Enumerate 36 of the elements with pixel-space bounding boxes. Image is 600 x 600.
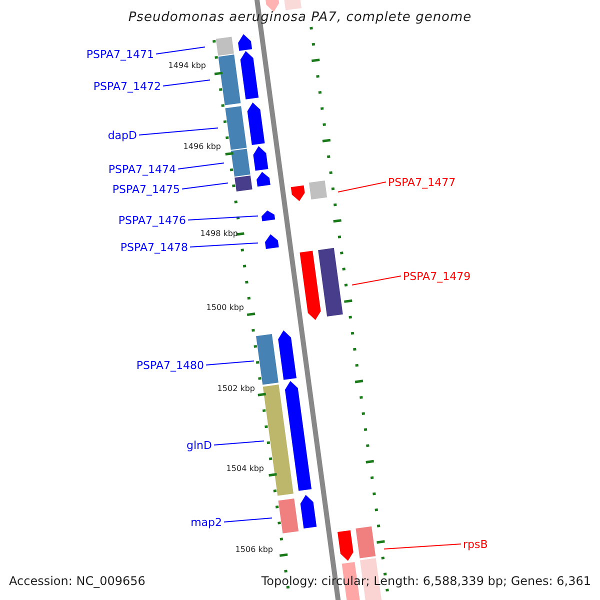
gene-label: PSPA7_1472 bbox=[93, 80, 161, 92]
leader-line bbox=[156, 46, 206, 54]
leader-line bbox=[338, 182, 386, 192]
scale-label: 1504 kbp bbox=[226, 464, 264, 473]
leader-line bbox=[188, 216, 258, 220]
title: Pseudomonas aeruginosa PA7, complete genome bbox=[128, 10, 472, 24]
scale-label: 1498 kbp bbox=[200, 230, 238, 238]
gene-label: PSPA7_1475 bbox=[112, 184, 180, 195]
gene-label: PSPA7_1471 bbox=[86, 48, 154, 60]
leader-line bbox=[162, 80, 210, 86]
gene-label: dapD bbox=[108, 130, 137, 141]
scale-label: 1496 kbp bbox=[183, 142, 221, 151]
gene-label: PSPA7_1478 bbox=[120, 242, 188, 253]
scale-label: 1494 kbp bbox=[168, 62, 206, 70]
gene-label: glnD bbox=[186, 440, 212, 451]
leader-line bbox=[224, 518, 272, 522]
scale-label: 1500 kbp bbox=[206, 304, 244, 312]
gene-label: map2 bbox=[190, 516, 222, 528]
gene-label: rpsB bbox=[463, 538, 488, 550]
leader-line bbox=[352, 276, 402, 286]
leader-line bbox=[206, 360, 254, 366]
scale-label: 1502 kbp bbox=[217, 384, 255, 393]
leader-line bbox=[214, 440, 264, 446]
scale-label: 1506 kbp bbox=[235, 546, 273, 554]
gene-label: PSPA7_1474 bbox=[108, 164, 176, 175]
leader-line bbox=[384, 544, 462, 550]
leader-line bbox=[190, 242, 258, 248]
gene-label: PSPA7_1480 bbox=[136, 360, 204, 371]
gene-label: PSPA7_1476 bbox=[118, 214, 186, 226]
gene-label: PSPA7_1479 bbox=[403, 270, 471, 282]
leader-line bbox=[138, 128, 218, 136]
accession-text: Accession: NC_009656 bbox=[9, 575, 146, 588]
leader-line bbox=[178, 162, 224, 170]
gene-label: PSPA7_1477 bbox=[388, 176, 456, 188]
genome-info-text: Topology: circular; Length: 6,588,339 bp; Genes: 6,361 bbox=[261, 575, 591, 588]
leader-line bbox=[182, 182, 228, 190]
